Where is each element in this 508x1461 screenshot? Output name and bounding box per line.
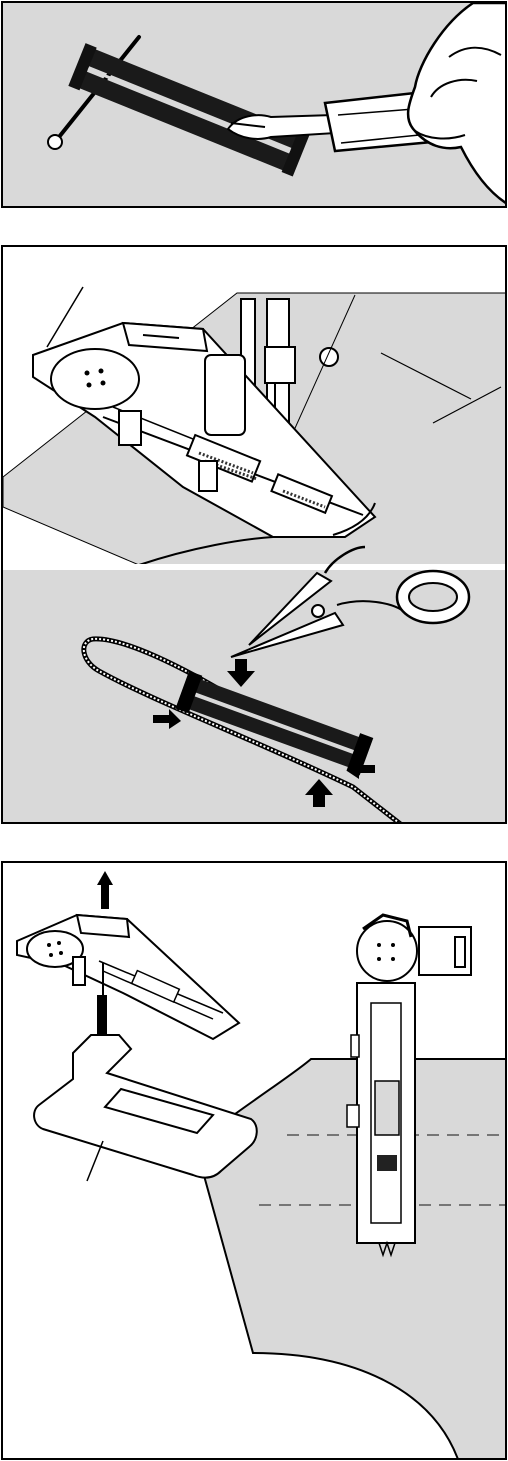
seam-ripper-illustration [3, 3, 507, 208]
corded-buttonhole-panel [1, 245, 507, 824]
button [51, 349, 139, 409]
seam-ripper-panel [1, 1, 507, 208]
stabilizer-plate-panel [1, 861, 507, 1460]
corded-buttonhole-illustration [3, 247, 507, 824]
stabilizer-plate-illustration [3, 863, 507, 1460]
